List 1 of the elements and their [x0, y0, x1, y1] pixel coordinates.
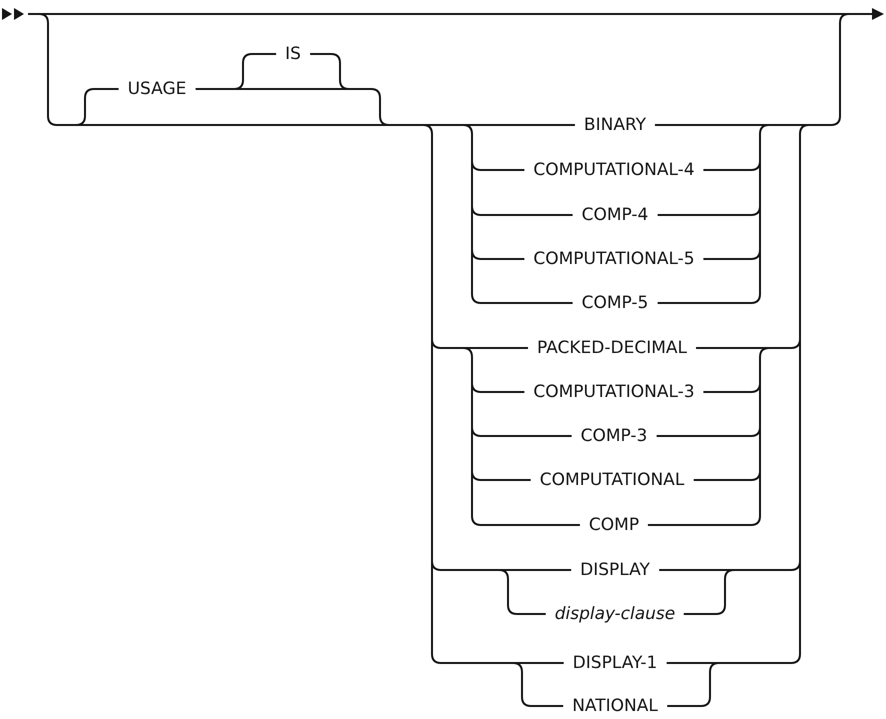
variable-name: display-clause [546, 604, 684, 624]
